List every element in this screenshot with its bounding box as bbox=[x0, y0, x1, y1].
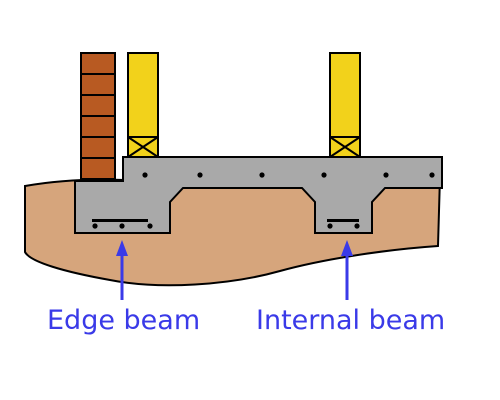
concrete-slab bbox=[74, 156, 443, 234]
bottom-plate-cross bbox=[329, 136, 361, 158]
rebar-dot bbox=[147, 223, 153, 229]
rebar-dot bbox=[354, 223, 360, 229]
edge-beam-label: Edge beam bbox=[47, 305, 200, 336]
rebar-dot bbox=[92, 223, 98, 229]
rebar-bar bbox=[327, 219, 359, 222]
brick-wall bbox=[80, 52, 116, 180]
brick bbox=[80, 52, 116, 75]
rebar-dot bbox=[119, 223, 125, 229]
arrow-head bbox=[116, 240, 128, 256]
bottom-plate-cross bbox=[127, 136, 159, 158]
slab-reinforcement bbox=[142, 172, 435, 178]
edge-beam-arrow bbox=[116, 240, 128, 300]
timber-stud-left bbox=[127, 52, 159, 158]
brick bbox=[80, 115, 116, 138]
rebar-dot bbox=[259, 172, 265, 178]
internal-beam-arrow bbox=[341, 240, 353, 300]
brick bbox=[80, 136, 116, 159]
internal-beam-label: Internal beam bbox=[256, 305, 445, 336]
brick bbox=[80, 73, 116, 96]
rebar-dot bbox=[142, 172, 148, 178]
rebar-dot bbox=[383, 172, 389, 178]
brick bbox=[80, 157, 116, 180]
brick bbox=[80, 94, 116, 117]
edge-beam-reinforcement bbox=[92, 219, 153, 229]
rebar-bar bbox=[92, 219, 148, 222]
rebar-dot bbox=[321, 172, 327, 178]
rebar-dot bbox=[327, 223, 333, 229]
arrow-head bbox=[341, 240, 353, 256]
internal-beam-reinforcement bbox=[327, 219, 360, 229]
rebar-dot bbox=[197, 172, 203, 178]
rebar-dot bbox=[429, 172, 435, 178]
timber-stud-right bbox=[329, 52, 361, 158]
